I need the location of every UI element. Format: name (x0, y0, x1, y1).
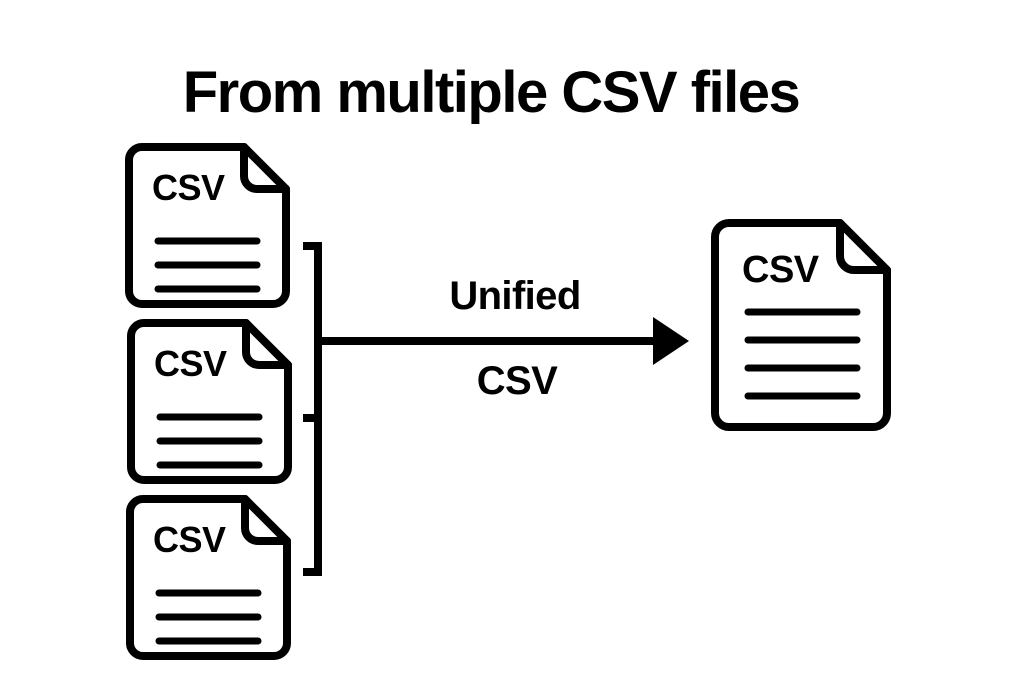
unified-csv-arrow: Unified CSV (318, 274, 689, 403)
source-files-group: CSV CSV CSV (125, 143, 292, 660)
unified-csv-file: CSV (711, 219, 891, 431)
document-type-label: CSV (154, 343, 227, 384)
folded-corner-icon (241, 495, 291, 545)
csv-file-3: CSV (126, 495, 291, 660)
document-type-label: CSV (742, 249, 820, 291)
document-type-label: CSV (152, 167, 225, 208)
arrow-label-csv: CSV (477, 359, 558, 403)
merge-bracket (303, 242, 322, 576)
csv-file-1: CSV (125, 143, 290, 308)
arrow-head-icon (653, 317, 689, 365)
page-title: From multiple CSV files (183, 60, 800, 125)
arrow-label-unified: Unified (449, 274, 580, 318)
csv-file-2: CSV (127, 319, 292, 484)
document-outline (711, 219, 891, 431)
folded-corner-icon (836, 219, 891, 274)
folded-corner-icon (240, 143, 290, 193)
destination-file-group: CSV (711, 219, 891, 431)
folded-corner-icon (242, 319, 292, 369)
document-type-label: CSV (153, 519, 226, 560)
